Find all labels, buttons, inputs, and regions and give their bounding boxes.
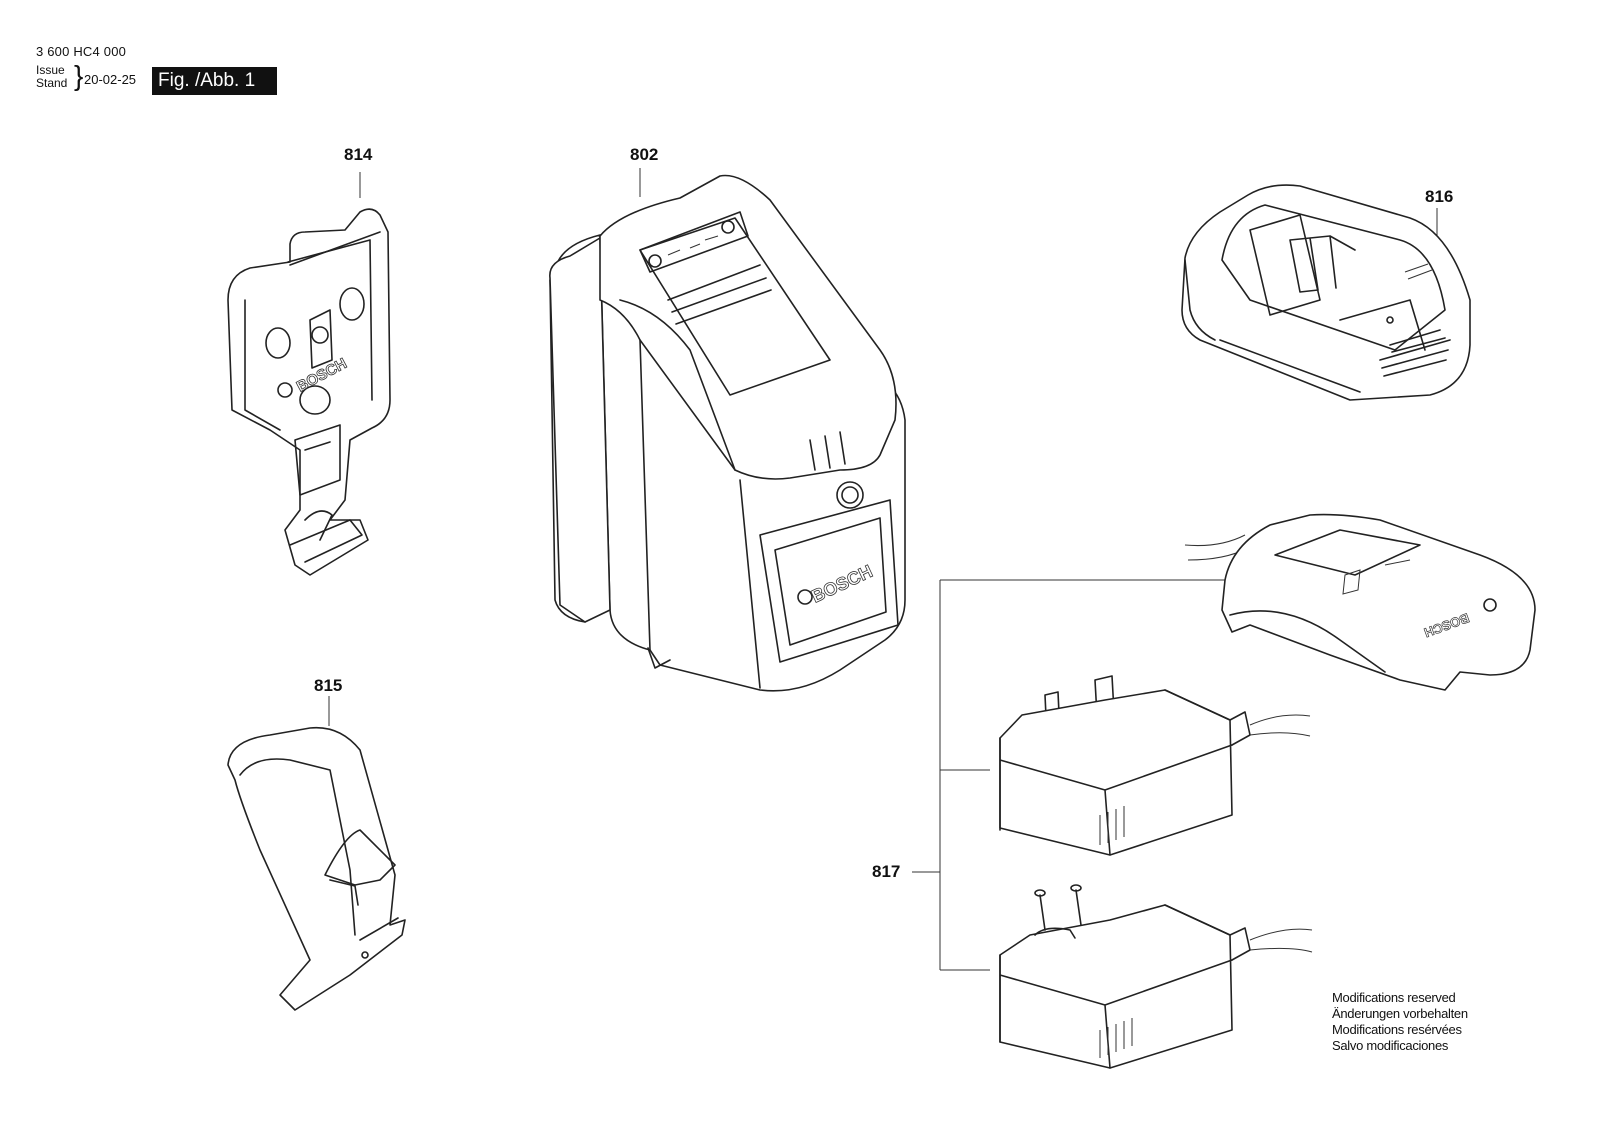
mount-hole <box>299 385 331 415</box>
power-button-icon <box>648 254 662 268</box>
leader-bracket-817 <box>912 579 1225 971</box>
battery-pack-802: BOSCH <box>549 168 906 692</box>
stand-label: Stand <box>36 76 68 90</box>
indicator-panel <box>639 211 749 273</box>
issue-stand-labels: Issue Stand <box>36 64 67 90</box>
modifications-line-en: Modifications reserved <box>1332 990 1456 1005</box>
modifications-line-fr: Modifications resérvées <box>1332 1022 1462 1037</box>
uk-plug-adapter <box>999 675 1311 856</box>
charger-set-817: BOSCH <box>912 513 1536 1069</box>
cradle-panel <box>1274 529 1421 576</box>
top-label-panel <box>639 217 831 396</box>
part-number: 3 600 HC4 000 <box>36 44 127 59</box>
part-label-802: 802 <box>630 145 659 164</box>
belt-clip-815 <box>227 696 406 1011</box>
mount-hole <box>339 287 365 321</box>
charger-bay <box>1221 204 1446 351</box>
charge-indicator-icon <box>721 220 735 234</box>
part-label-815: 815 <box>314 676 343 695</box>
plug-pin <box>1039 889 1082 931</box>
issue-date: 20-02-25 <box>84 72 137 87</box>
mount-hole <box>265 327 291 359</box>
bosch-logo-icon <box>277 382 293 398</box>
modifications-line-de: Änderungen vorbehalten <box>1332 1006 1468 1021</box>
brace-glyph: } <box>74 60 84 91</box>
part-label-814: 814 <box>344 145 373 164</box>
bosch-logo-icon <box>1483 598 1497 612</box>
charging-cradle: BOSCH <box>1184 513 1536 691</box>
charger-816 <box>1181 184 1471 401</box>
part-label-816: 816 <box>1425 187 1454 206</box>
part-label-817: 817 <box>872 862 901 881</box>
euro-plug-adapter <box>999 884 1313 1069</box>
belt-clip-814: BOSCH <box>227 172 391 576</box>
modifications-notice: Modifications reserved Änderungen vorbeh… <box>1332 990 1468 1054</box>
bosch-logo-icon <box>797 589 813 605</box>
modifications-line-es: Salvo modificaciones <box>1332 1038 1449 1053</box>
bosch-logo-icon <box>836 481 864 509</box>
issue-label: Issue <box>36 63 65 77</box>
front-label-plate <box>759 499 899 663</box>
figure-badge: Fig. /Abb. 1 <box>152 67 277 95</box>
